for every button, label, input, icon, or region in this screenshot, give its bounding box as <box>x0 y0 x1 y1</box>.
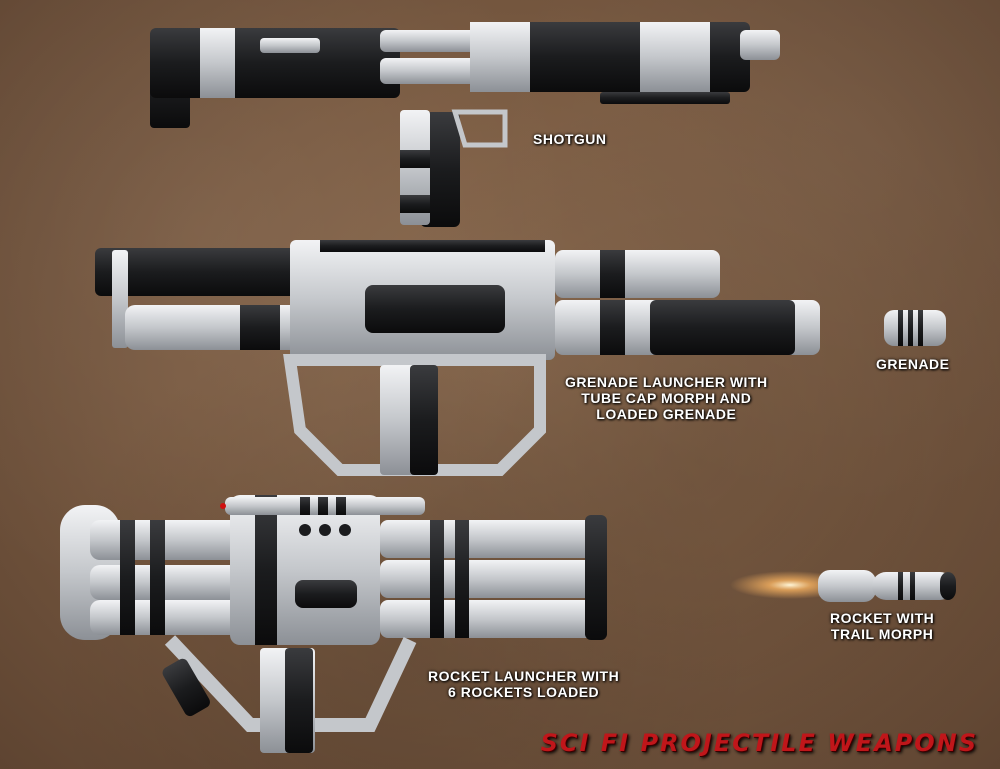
grenade-launcher-label-line-1: GRENADE LAUNCHER WITH <box>565 374 768 390</box>
grenade-label: GRENADE <box>876 356 950 372</box>
rocket-launcher-label: ROCKET LAUNCHER WITH 6 ROCKETS LOADED <box>428 668 619 700</box>
rocket-label-line-1: ROCKET WITH <box>830 610 935 626</box>
rocket-label: ROCKET WITH TRAIL MORPH <box>830 610 934 642</box>
grenade-launcher-label-line-2: TUBE CAP MORPH AND <box>581 390 752 406</box>
rocket-launcher-label-line-2: 6 ROCKETS LOADED <box>448 684 600 700</box>
shotgun-label: SHOTGUN <box>533 131 607 147</box>
grenade-launcher-label: GRENADE LAUNCHER WITH TUBE CAP MORPH AND… <box>565 374 768 422</box>
rocket-launcher-label-line-1: ROCKET LAUNCHER WITH <box>428 668 620 684</box>
rocket-launcher <box>60 495 607 753</box>
rocket-with-trail <box>730 570 956 602</box>
grenade <box>884 310 946 346</box>
page-title: SCI FI PROJECTILE WEAPONS <box>540 729 978 757</box>
shotgun <box>150 22 780 227</box>
grenade-launcher-label-line-3: LOADED GRENADE <box>596 406 737 422</box>
rocket-label-line-2: TRAIL MORPH <box>830 626 934 642</box>
grenade-launcher <box>95 240 820 476</box>
